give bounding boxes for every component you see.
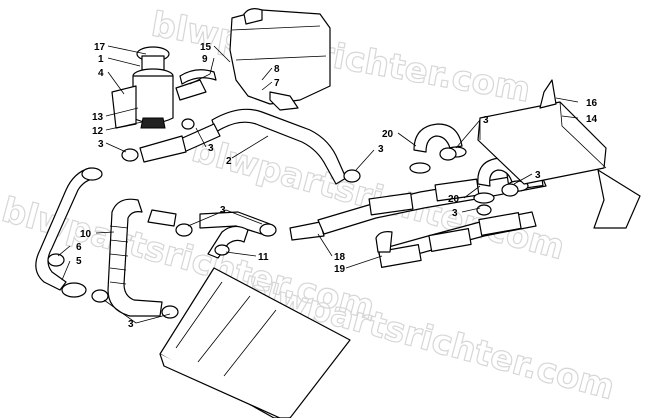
- filler-neck-body: [132, 75, 174, 124]
- callout-18: 18: [334, 252, 346, 263]
- callout-14: 14: [586, 114, 598, 125]
- hose-left: [35, 167, 103, 298]
- callout-7: 7: [274, 78, 280, 89]
- callout-8: 8: [274, 64, 280, 75]
- hose-corrugated: [107, 198, 163, 317]
- callout-13: 13: [92, 112, 104, 123]
- callout-20-upper: 20: [382, 129, 394, 140]
- manifold-lower: [375, 211, 537, 268]
- callout-1: 1: [98, 54, 104, 65]
- callout-9: 9: [202, 54, 208, 65]
- hose-long: [139, 108, 347, 185]
- filler-neck-assembly: [111, 46, 217, 129]
- screw: [539, 79, 557, 109]
- callout-3-lower-mid: 3: [452, 208, 458, 219]
- leader-lines: [57, 45, 579, 324]
- callout-20-lower: 20: [448, 194, 460, 205]
- callout-19: 19: [334, 264, 346, 275]
- heat-exchanger: [159, 267, 351, 418]
- callout-16: 16: [586, 98, 598, 109]
- callout-3-mid: 3: [378, 144, 384, 155]
- callout-5: 5: [76, 256, 82, 267]
- callout-3-far-right: 3: [535, 170, 541, 181]
- callout-12: 12: [92, 126, 104, 137]
- callout-labels: 17 1 4 15 9 8 7 13 12 3 3 2 3 20 3 16 14…: [76, 42, 598, 330]
- hose-clamps: [47, 118, 519, 319]
- callout-2: 2: [226, 156, 232, 167]
- callout-3-bottom: 3: [128, 319, 134, 330]
- callout-3-left: 3: [98, 139, 104, 150]
- coolant-tank: [229, 8, 331, 111]
- callout-3-right: 3: [483, 115, 489, 126]
- callout-6: 6: [76, 242, 82, 253]
- duct-shroud: [477, 79, 641, 229]
- callout-3-center: 3: [220, 205, 226, 216]
- bracket: [111, 85, 137, 129]
- callout-17: 17: [94, 42, 106, 53]
- callout-11: 11: [258, 252, 269, 263]
- callout-15: 15: [200, 42, 212, 53]
- callout-4: 4: [98, 68, 104, 79]
- callout-10: 10: [80, 229, 92, 240]
- callout-3-upper: 3: [208, 143, 214, 154]
- elbow-upper: [409, 123, 467, 174]
